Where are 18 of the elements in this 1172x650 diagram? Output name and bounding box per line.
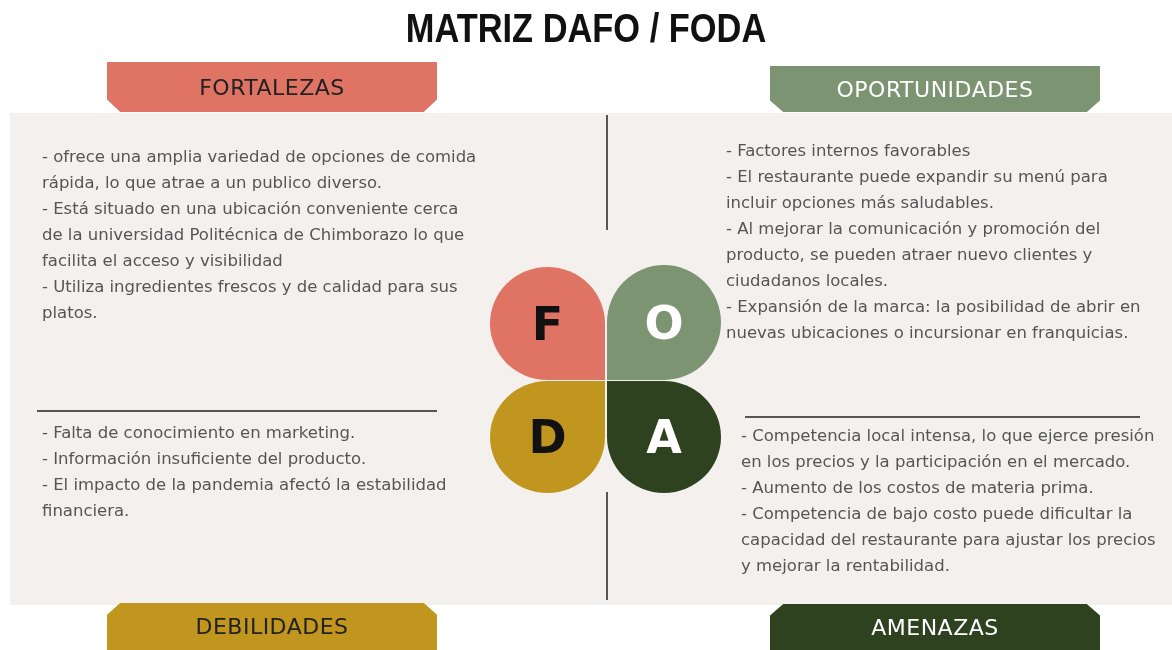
bullet-text: - Al mejorar la comunicación y promoción del producto, se pueden atraer nuevo clientes y ciudadanos locales. (726, 218, 1102, 292)
bullet-text: - Expansión de la marca: la posibilidad de abrir en nuevas ubicaciones o incursionar en franquicias. (726, 296, 1142, 344)
section-banner: FORTALEZAS (107, 62, 437, 112)
section-banner: AMENAZAS (770, 604, 1100, 650)
bullet-text: - El restaurante puede expandir su menú para incluir opciones más saludables. (726, 166, 1109, 214)
section-banner: OPORTUNIDADES (770, 66, 1100, 112)
bullet-text: - Está situado en una ubicación conveniente cerca de la universidad Politécnica de Chimborazo lo que facilita el acceso y visibilidad (42, 198, 466, 272)
bullet-text: - Información insuficiente del producto. (42, 448, 368, 470)
section-banner: DEBILIDADES (107, 603, 437, 650)
bullet-text: - ofrece una amplia variedad de opciones de comida rápida, lo que atrae a un publico diverso. (42, 146, 478, 194)
bullet-text: - El impacto de la pandemia afectó la estabilidad financiera. (42, 474, 448, 522)
title: MATRIZ DAFO / FODA (404, 6, 768, 51)
bullet-text: - Aumento de los costos de materia prima. (741, 477, 1095, 499)
bullet-text: - Competencia de bajo costo puede dificultar la capacidad del restaurante para ajustar los precios y mejorar la rentabilidad. (741, 503, 1157, 577)
bullet-text: - Falta de conocimiento en marketing. (42, 422, 357, 444)
bullet-text: - Utiliza ingredientes frescos y de calidad para sus platos. (42, 276, 459, 324)
bullet-text: - Factores internos favorables (726, 140, 972, 162)
bullet-text: - Competencia local intensa, lo que ejerce presión en los precios y la participación en el mercado. (741, 425, 1156, 473)
